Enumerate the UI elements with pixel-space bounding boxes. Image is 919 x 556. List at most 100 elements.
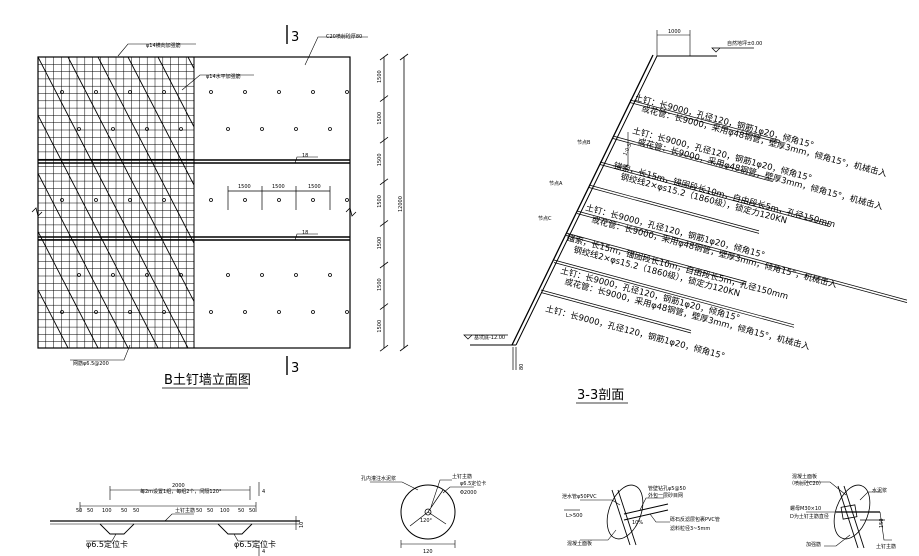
spacing-1: 1500: [238, 184, 251, 190]
nail-line: [629, 102, 781, 144]
spacing-dimension: [227, 186, 331, 210]
nail-line: [588, 187, 760, 234]
right-dim-label: 1500: [377, 195, 383, 208]
locator-dim: 2000: [172, 483, 185, 489]
nail-line: [565, 232, 747, 282]
nail-head: [328, 273, 332, 277]
section-nails: [540, 99, 908, 334]
locator-height: 10: [299, 522, 305, 528]
nail-line: [599, 161, 831, 225]
locator-bar: 土钉主筋: [175, 507, 195, 514]
label-mesh: 网筋φ6.5@200: [73, 360, 109, 367]
locator-seg-5: 50: [133, 508, 139, 514]
break-mark-right: [345, 207, 357, 217]
nail-line: [540, 292, 692, 334]
drain-b: L>500: [566, 513, 583, 519]
nail-head: [260, 127, 264, 131]
diagonal-bar: [38, 57, 189, 348]
nail-line: [576, 213, 908, 303]
nailhead-g: 水泥浆: [872, 487, 887, 494]
detail-drain: [564, 484, 670, 546]
locator-seg-8: 100: [220, 508, 230, 514]
nail-head: [162, 310, 166, 314]
node-b: 节点B: [577, 140, 591, 146]
nail-head: [128, 198, 132, 202]
nail-head: [226, 273, 230, 277]
circle-bar: 土钉主筋: [452, 473, 472, 480]
circle-angle: 120°: [420, 518, 433, 524]
label-tag2: 18: [302, 230, 308, 236]
nail-head: [277, 310, 281, 314]
detail-circle-text: 土钉主筋 孔内灌注水泥浆 φ6.5定位卡 Φ2000 120° 120: [361, 473, 486, 555]
right-dim-label: 1500: [377, 153, 383, 166]
locator-seg-10: 50: [249, 508, 255, 514]
section-notes: 土钉：长9000，孔径120，钢筋1φ20，倾角15°或花管：长9000，采用φ…: [544, 92, 888, 362]
dim-tick: [379, 53, 389, 61]
diagonal-bar: [97, 57, 194, 245]
detail-locator-text: 每2m设置1组，每组2个，间隔120° 2000 土钉主筋 φ6.5定位卡 φ6…: [76, 483, 305, 555]
nail-head: [243, 90, 247, 94]
section-view: [463, 30, 908, 404]
node-a: 节点A: [549, 181, 563, 187]
diagonal-bar: [157, 57, 194, 128]
nail-head: [311, 90, 315, 94]
diagonal-bar: [38, 172, 129, 348]
nail-head: [345, 90, 349, 94]
locator-seg-4: 50: [121, 508, 127, 514]
diagonal-bar: [218, 57, 368, 348]
diagonal-bar: [187, 57, 194, 70]
diagonal-bar: [38, 347, 39, 348]
locator-side: 4: [262, 489, 265, 495]
nailhead-d: D为土钉主筋直径: [790, 513, 829, 520]
locator-seg-7: 50: [207, 508, 213, 514]
nail-head: [209, 198, 213, 202]
nail-head: [162, 90, 166, 94]
nail-line: [540, 289, 692, 331]
circle-loc2: Φ2000: [460, 490, 477, 496]
label-tag1: 18: [302, 153, 308, 159]
nail-head: [209, 310, 213, 314]
locator-side-2: 4: [262, 549, 265, 555]
locator-seg-6: 50: [196, 508, 202, 514]
nailhead-c: 螺母M30×10: [790, 505, 821, 512]
nail-head: [243, 310, 247, 314]
drain-c: 管壁钻孔φ5@50: [648, 485, 686, 492]
break-mark-left: [31, 207, 43, 217]
dim-tick: [379, 178, 389, 186]
slope-ratio: 1:0.5: [622, 143, 633, 157]
locator-label-1: φ6.5定位卡: [86, 539, 128, 549]
locator-seg-3: 100: [102, 508, 112, 514]
circle-loc: φ6.5定位卡: [460, 480, 486, 487]
nail-line: [576, 210, 908, 301]
diagonal-bar: [127, 57, 194, 187]
right-dim-label: 1500: [377, 320, 383, 333]
top-width-dim: [656, 30, 691, 56]
bottom-dim: 80: [519, 364, 525, 370]
nail-line: [588, 184, 760, 232]
dim-tick: [379, 136, 389, 144]
horizontal-waler-bars: [38, 159, 350, 241]
nail-line: [565, 235, 747, 285]
nail-head: [179, 273, 183, 277]
top-width: 1000: [668, 29, 681, 35]
nail-head: [94, 198, 98, 202]
circle-dia: 120: [423, 549, 433, 555]
drain-a: 泄水管φ50PVC: [562, 493, 597, 500]
detail-locator-layout: [50, 482, 300, 556]
locator-label-2: φ6.5定位卡: [234, 539, 276, 549]
nail-head: [226, 127, 230, 131]
nail-head: [294, 273, 298, 277]
bottom-level-mark: [463, 334, 508, 340]
nail-head: [145, 127, 149, 131]
label-top-bar: φ14横向加强筋: [146, 42, 181, 49]
nailhead-a: 混凝土面板: [792, 473, 817, 480]
nailhead-e: 加强筋: [806, 541, 821, 548]
slope-face: [511, 54, 654, 346]
right-dim-label: 1500: [377, 112, 383, 125]
right-dim-label: 1500: [377, 237, 383, 250]
nail-head: [243, 198, 247, 202]
locator-seg-9: 50: [238, 508, 244, 514]
nail-head: [277, 90, 281, 94]
node-c: 节点C: [538, 216, 552, 222]
